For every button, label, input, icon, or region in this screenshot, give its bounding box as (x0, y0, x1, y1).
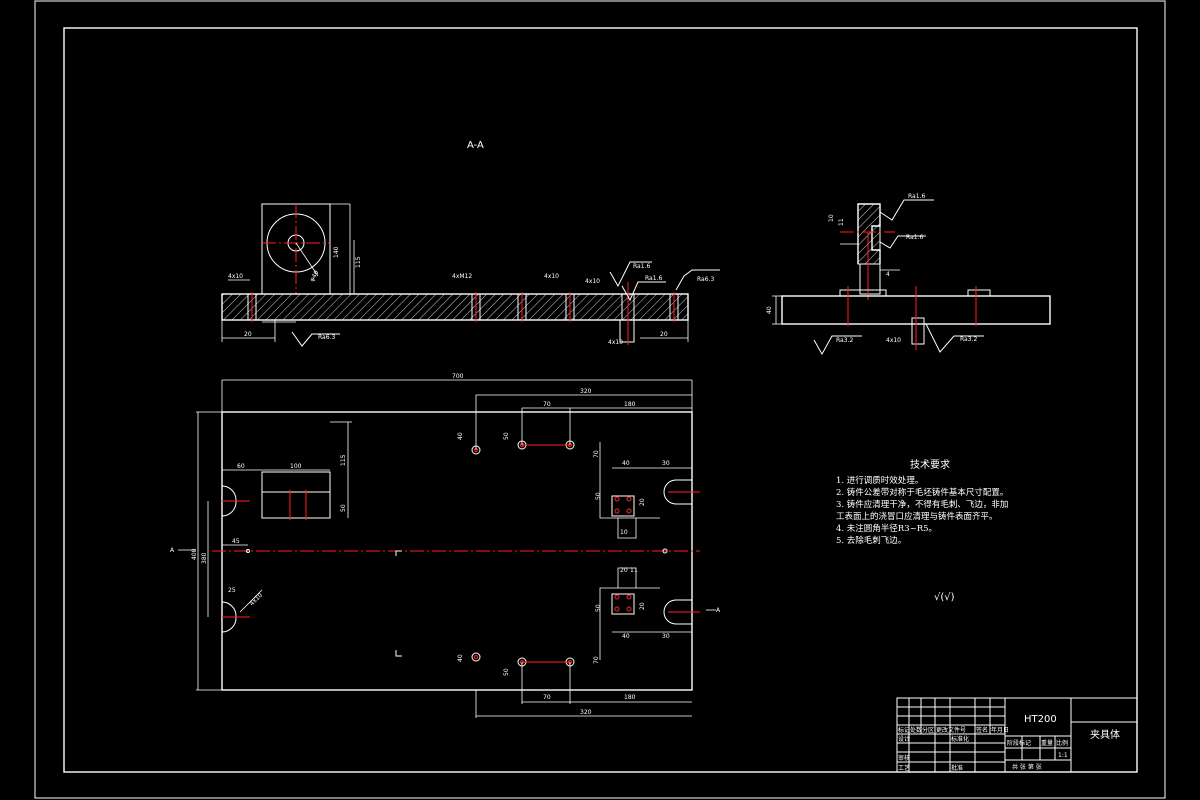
tb-approve: 批准 (951, 764, 963, 772)
roughness-note: √(√) (934, 592, 955, 603)
tb-zone: 分区 (922, 726, 934, 734)
title-block: 标记 处数 分区 更改文件号 签名 年月日 设计 标准化 审核 工艺 批准 HT… (896, 697, 1138, 773)
roughness-ra63: Ra6.3 (697, 276, 714, 283)
dim-70-lower-v: 70 (593, 656, 600, 664)
dim-45: 45 (232, 538, 240, 545)
tech-req-item-3b: 工表面上的浇冒口应清理与铸件表面齐平。 (836, 511, 998, 522)
tb-sheets: 共 张 第 张 (1012, 763, 1042, 771)
technical-requirements: 技术要求 1. 进行调质时效处理。 2. 铸件公差带对称于毛坯铸件基本尺寸配置。… (836, 458, 1008, 603)
tech-req-item-4: 4. 未注圆角半径R3~R5。 (836, 523, 937, 534)
tb-date: 年月日 (991, 726, 1009, 734)
dim-380: 380 (201, 552, 208, 564)
dim-30-lower: 30 (662, 633, 670, 640)
tech-req-item-2: 2. 铸件公差带对称于毛坯铸件基本尺寸配置。 (836, 487, 1008, 498)
dim-115-side: 115 (355, 256, 362, 268)
dim-4xm12: 4xM12 (452, 273, 472, 280)
roughness-side-d: Ra3.2 (960, 336, 977, 343)
dim-40-hole-lower: 40 (457, 654, 464, 662)
dim-4x10-under: 4x10 (608, 339, 623, 346)
dim-100: 100 (290, 463, 302, 470)
roughness-ra16-a: Ra1.6 (633, 263, 650, 270)
tb-part-name: 夹具体 (1090, 728, 1120, 741)
tb-review: 审核 (898, 754, 910, 762)
section-arrow-right: A (716, 607, 721, 614)
dim-40-lower: 40 (622, 633, 630, 640)
dim-side-4: 4 (886, 271, 890, 278)
roughness-side-c: Ra3.2 (836, 337, 853, 344)
tb-count: 处数 (910, 726, 922, 734)
dim-phi40: φ40 (309, 269, 321, 283)
roughness-side-b: Ra1.6 (906, 234, 923, 241)
dim-side-11: 11 (838, 218, 845, 226)
dim-320-bottom: 320 (580, 709, 592, 716)
tb-change-doc: 更改文件号 (936, 726, 966, 734)
inner-border (63, 27, 1138, 773)
dim-20-grp: 20 (620, 567, 628, 574)
dim-50-hole-upper: 50 (503, 432, 510, 440)
dim-115: 115 (340, 454, 347, 466)
dim-180-bottom: 180 (624, 694, 636, 701)
dim-4x10-left: 4x10 (228, 273, 243, 280)
dim-60: 60 (237, 463, 245, 470)
section-view-aa: φ40 140 115 4x10 4xM12 4x10 4x10 4x10 Ra… (221, 203, 720, 347)
dim-70-bottom: 70 (543, 694, 551, 701)
dim-10-upper: 10 (620, 529, 628, 536)
dim-70-top: 70 (543, 401, 551, 408)
roughness-ra16-b: Ra1.6 (645, 275, 662, 282)
dim-50-grp-b: 50 (595, 604, 602, 612)
dim-30-upper: 30 (662, 460, 670, 467)
dim-50-hole-lower: 50 (503, 668, 510, 676)
dim-40-hole-upper: 40 (457, 432, 464, 440)
section-label: A-A (467, 140, 484, 151)
section-arrow-left: A (170, 547, 175, 554)
tb-standardization: 标准化 (951, 735, 969, 743)
tb-mark: 标记 (898, 726, 910, 734)
dim-4x10-mid: 4x10 (544, 273, 559, 280)
dim-11-grp: 11 (630, 567, 638, 574)
plan-view: 10 20 11 40 30 40 30 20 20 50 50 70 70 A… (170, 373, 721, 718)
dim-180-top: 180 (624, 401, 636, 408)
roughness-ra63-b: Ra6.3 (318, 334, 335, 341)
dim-side-4x10: 4x10 (886, 337, 901, 344)
dim-20-grp-b: 20 (639, 602, 646, 610)
dim-side-40: 40 (766, 306, 773, 314)
side-section-view: 10 11 4 40 Ra1.6 Ra1.6 Ra3.2 Ra3.2 4x10 (766, 193, 1051, 356)
dim-40-upper: 40 (622, 460, 630, 467)
tb-weight: 重量 (1041, 739, 1053, 747)
dim-70-upper-v: 70 (593, 450, 600, 458)
dim-4x10-right: 4x10 (585, 278, 600, 285)
tech-req-item-3: 3. 铸件应清理干净，不得有毛刺、飞边，非加 (836, 499, 1008, 510)
tb-scale: 1:1 (1058, 752, 1068, 759)
dim-50-grp-a: 50 (595, 492, 602, 500)
dim-140: 140 (333, 246, 340, 258)
dim-25: 25 (228, 587, 236, 594)
dim-320-top: 320 (580, 388, 592, 395)
dim-side-10: 10 (828, 214, 835, 222)
tech-req-item-1: 1. 进行调质时效处理。 (836, 475, 923, 486)
outer-border (34, 0, 1166, 799)
dim-700: 700 (452, 373, 464, 380)
dim-slot-4x10: 4x10 (248, 592, 264, 608)
roughness-side-a: Ra1.6 (908, 193, 925, 200)
dim-20-right: 20 (660, 331, 668, 338)
tb-stage-mark: 阶段标记 (1007, 739, 1031, 747)
tb-sign: 签名 (976, 726, 988, 734)
tb-process: 工艺 (898, 764, 910, 772)
dim-20-left: 20 (244, 331, 252, 338)
tb-design: 设计 (898, 735, 910, 743)
tech-req-item-5: 5. 去除毛刺飞边。 (836, 535, 906, 546)
tb-scale-label: 比例 (1056, 739, 1068, 747)
tech-req-title: 技术要求 (910, 458, 950, 471)
tb-material: HT200 (1024, 714, 1057, 725)
dim-400: 400 (191, 548, 198, 560)
dim-20-grp-a: 20 (639, 498, 646, 506)
dim-50: 50 (340, 504, 347, 512)
